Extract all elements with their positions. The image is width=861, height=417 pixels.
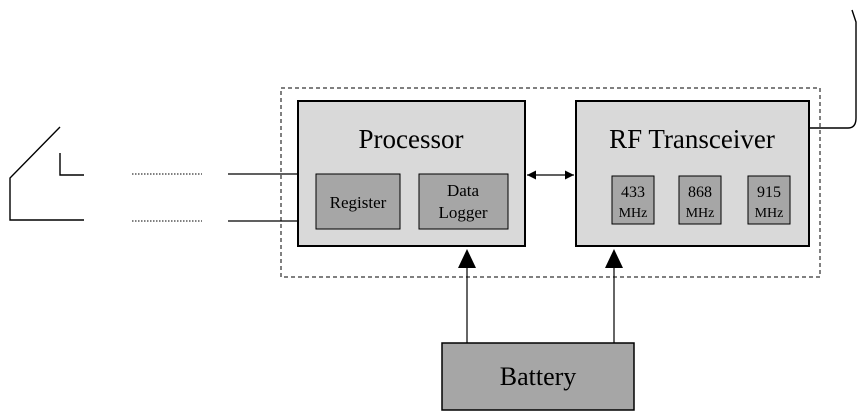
battery-label: Battery: [500, 362, 577, 391]
rf-transceiver-title: RF Transceiver: [609, 124, 775, 154]
channel-unit: MHz: [755, 206, 784, 221]
sensor-inner-icon: [59, 153, 84, 176]
battery-box: [441, 342, 635, 411]
channel-value: 868: [688, 184, 712, 201]
antenna-line: [809, 9, 857, 129]
data-logger-label-line2: Logger: [438, 203, 487, 222]
register-label: Register: [330, 193, 387, 212]
data-logger-box: [418, 173, 509, 230]
channel-unit: MHz: [619, 206, 648, 221]
channel-value: 433: [621, 184, 645, 201]
data-logger-label-line1: Data: [447, 181, 480, 200]
channel-value: 915: [757, 184, 781, 201]
processor-title: Processor: [359, 124, 464, 154]
module-enclosure: [280, 87, 821, 278]
register-box: [315, 173, 401, 230]
channel-unit: MHz: [686, 206, 715, 221]
channel-box-433: [611, 175, 655, 225]
battery-to-processor-arrowhead: [458, 249, 476, 268]
channel-box-915: [747, 175, 791, 225]
channel-box-868: [678, 175, 722, 225]
battery-to-rf-arrowhead: [605, 249, 623, 268]
sensor-outline-icon: [9, 126, 84, 221]
